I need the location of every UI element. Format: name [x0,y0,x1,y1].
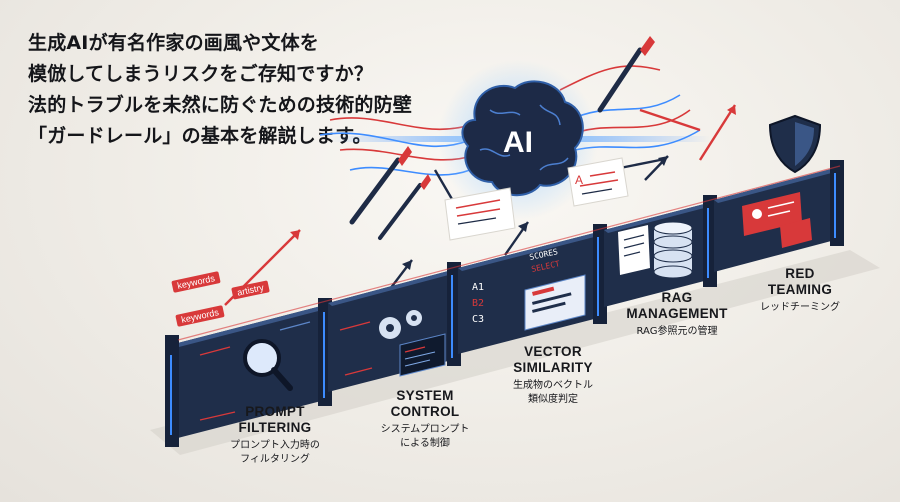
headline-line-3: 法的トラブルを未然に防ぐための技術的防壁 [28,94,413,116]
brain-label: AI [503,126,533,159]
stage-label-vector-similarity: VECTOR SIMILARITY 生成物のベクトル 類似度判定 [488,344,618,407]
row-b2: B2 [472,298,484,309]
paintbrush-icon [349,146,431,240]
stage-label-rag-management: RAG MANAGEMENT RAG参照元の管理 [612,290,742,339]
headline-line-2: 模倣してしまうリスクをご存知ですか？ [28,63,374,85]
magnifier-icon [243,339,293,391]
stage-subtitle-line-2: による制御 [400,438,450,449]
stage-label-system-control: SYSTEM CONTROL システムプロンプト による制御 [360,388,490,451]
stage-title-line-2: CONTROL [390,404,460,419]
stage-subtitle-line-1: システムプロンプト [380,424,470,435]
stage-subtitle-line-1: プロンプト入力時の [230,440,320,451]
stage-title-line-2: SIMILARITY [513,360,593,375]
headline: 生成AIが有名作家の画風や文体を 模倣してしまうリスクをご存知ですか？ 法的トラ… [28,28,468,152]
stage-title-line-2: MANAGEMENT [626,306,728,321]
stage-label-red-teaming: RED TEAMING レッドチーミング [740,266,860,315]
stage-label-prompt-filtering: PROMPT FILTERING プロンプト入力時の フィルタリング [200,404,350,467]
stage-title-line-2: FILTERING [238,420,312,435]
user-alert-icon [742,192,812,248]
document-icon [444,157,629,241]
row-a1: A1 [472,282,484,293]
document-letter: A [575,173,583,187]
score-panel [524,274,586,331]
shield-icon [768,114,822,174]
wall-prompt-filtering [165,298,332,447]
headline-line-4: 「ガードレール」の基本を解説します。 [28,125,372,147]
database-icon [653,221,693,279]
headline-line-1: 生成AIが有名作家の画風や文体を [28,32,319,54]
stage-title-line-1: RED [785,266,815,281]
gears-icon [379,310,422,339]
stage-subtitle-line-1: RAG参照元の管理 [636,326,718,337]
stage-title-line-1: VECTOR [524,344,582,359]
floor-shadow [150,250,880,455]
brain-icon [438,60,598,220]
stage-subtitle-line-2: フィルタリング [240,454,310,465]
stage-subtitle-line-1: レッドチーミング [760,302,840,313]
stage-subtitle-line-2: 類似度判定 [528,394,578,405]
stage-title-line-1: SYSTEM [396,388,454,403]
stage-title-line-1: PROMPT [245,404,305,419]
stage-title-line-2: TEAMING [767,282,833,297]
top-rail [177,165,841,341]
paintbrush-icon [597,36,655,113]
row-c3: C3 [472,314,484,325]
code-window [399,333,446,377]
stage-title-line-1: RAG [661,290,693,305]
stage-subtitle-line-1: 生成物のベクトル [513,380,593,391]
